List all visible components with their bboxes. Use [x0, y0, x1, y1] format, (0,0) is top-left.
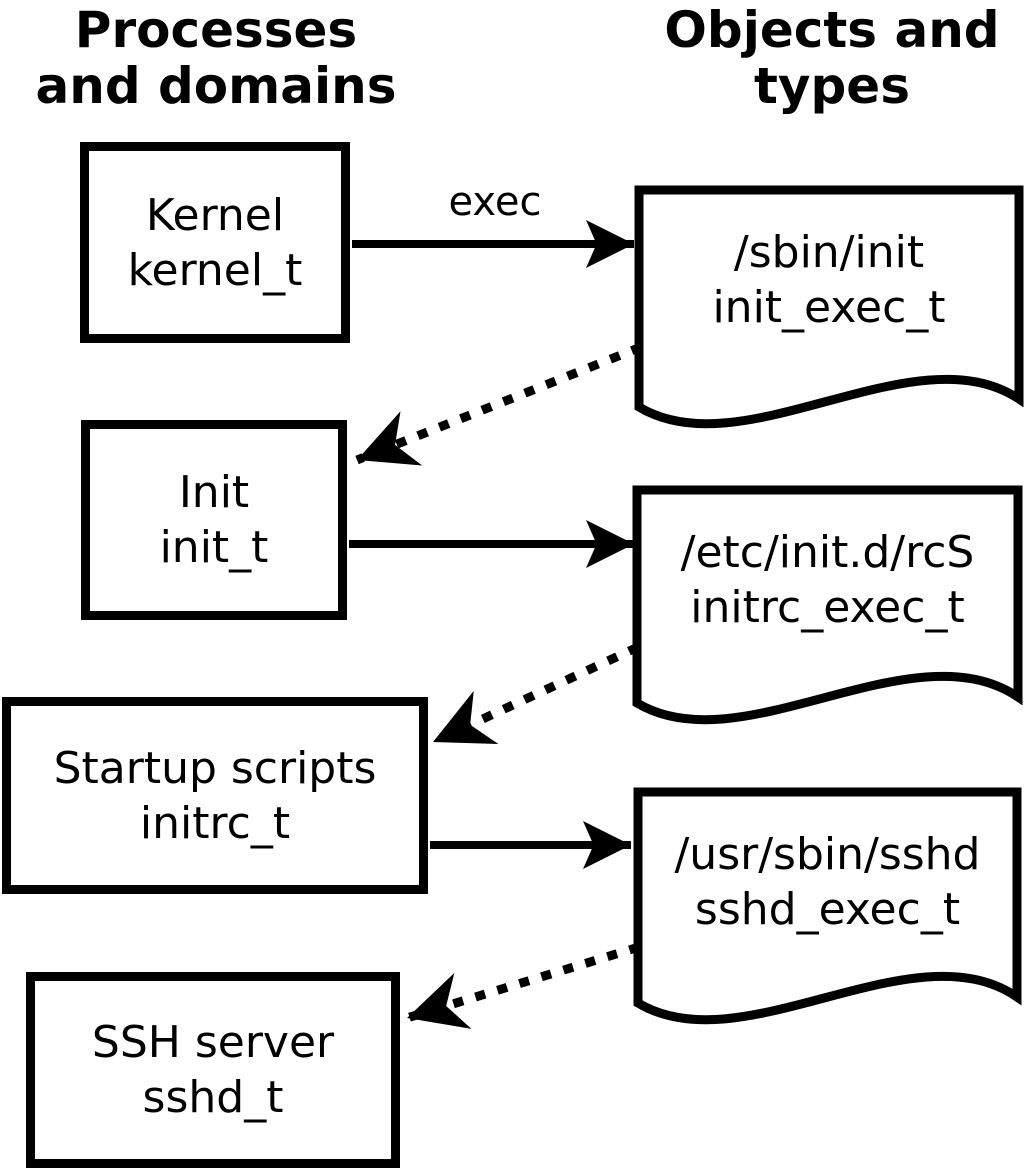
- object-doc-etc-initd-rcs: [632, 485, 1023, 725]
- object-type: initrc_exec_t: [690, 582, 965, 633]
- dotted-arrow-sshd-exec-to-sshd: [405, 942, 641, 1029]
- process-box-init: Init init_t: [81, 420, 347, 620]
- header-left-line1: Processes: [74, 1, 358, 59]
- process-label: SSH server: [91, 1017, 335, 1068]
- process-box-startup-scripts: Startup scripts initrc_t: [2, 697, 428, 894]
- exec-arrow-label: exec: [448, 179, 542, 225]
- process-type: initrc_t: [139, 797, 291, 849]
- header-left-line2: and domains: [35, 57, 397, 115]
- process-box-ssh-server: SSH server sshd_t: [26, 972, 400, 1168]
- header-processes-and-domains: Processes and domains: [20, 2, 412, 114]
- object-type: init_exec_t: [712, 282, 946, 333]
- object-label-etc-initd-rcs: /etc/init.d/rcS initrc_exec_t: [637, 525, 1018, 635]
- process-label: Startup scripts: [53, 742, 377, 794]
- header-right-line1: Objects and: [664, 1, 1000, 59]
- process-label: Kernel: [145, 189, 285, 241]
- object-doc-usr-sbin-sshd: [633, 787, 1022, 1025]
- object-label-sbin-init: /sbin/init init_exec_t: [639, 225, 1019, 335]
- header-right-line2: types: [754, 57, 910, 115]
- dotted-arrow-initrc-exec-to-initrc: [431, 642, 640, 747]
- object-path: /usr/sbin/sshd: [674, 829, 981, 880]
- process-type: init_t: [159, 522, 269, 573]
- process-type: sshd_t: [142, 1072, 284, 1123]
- header-objects-and-types: Objects and types: [640, 2, 1024, 114]
- process-label: Init: [178, 467, 250, 518]
- object-type: sshd_exec_t: [694, 884, 961, 935]
- object-path: /etc/init.d/rcS: [680, 527, 975, 578]
- process-type: kernel_t: [127, 244, 303, 296]
- process-box-kernel: Kernel kernel_t: [80, 142, 350, 343]
- object-path: /sbin/init: [733, 227, 925, 278]
- dotted-arrow-init-exec-to-init: [355, 342, 643, 466]
- object-label-usr-sbin-sshd: /usr/sbin/sshd sshd_exec_t: [638, 827, 1017, 937]
- object-doc-sbin-init: [634, 185, 1024, 429]
